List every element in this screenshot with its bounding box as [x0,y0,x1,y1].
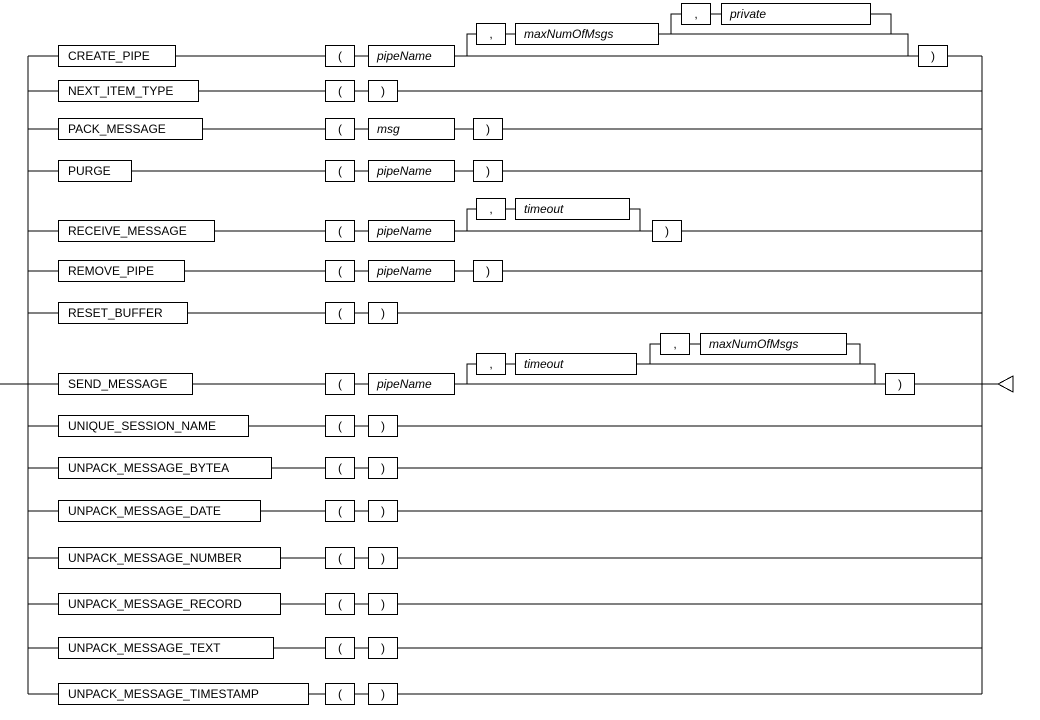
close-paren-box: ) [368,593,398,615]
keyword-box-send-message: SEND_MESSAGE [58,373,193,395]
open-paren-box: ( [325,373,355,395]
keyword-box-unpack-message-text: UNPACK_MESSAGE_TEXT [58,637,274,659]
comma-box: , [681,3,711,25]
param-box-pipename: pipeName [368,373,455,395]
close-paren-box: ) [473,160,503,182]
keyword-box-remove-pipe: REMOVE_PIPE [58,260,185,282]
keyword-box-next-item-type: NEXT_ITEM_TYPE [58,80,199,102]
open-paren-box: ( [325,500,355,522]
open-paren-box: ( [325,80,355,102]
keyword-box-purge: PURGE [58,160,132,182]
keyword-box-unique-session-name: UNIQUE_SESSION_NAME [58,415,249,437]
param-box-pipename: pipeName [368,260,455,282]
close-paren-box: ) [918,45,948,67]
param-box-timeout: timeout [515,353,637,375]
keyword-box-unpack-message-number: UNPACK_MESSAGE_NUMBER [58,547,281,569]
close-paren-box: ) [652,220,682,242]
close-paren-box: ) [368,302,398,324]
keyword-box-unpack-message-timestamp: UNPACK_MESSAGE_TIMESTAMP [58,683,309,705]
open-paren-box: ( [325,302,355,324]
branch-private [670,13,892,34]
comma-box: , [660,333,690,355]
open-paren-box: ( [325,45,355,67]
open-paren-box: ( [325,593,355,615]
close-paren-box: ) [473,260,503,282]
close-paren-box: ) [368,547,398,569]
keyword-box-create-pipe: CREATE_PIPE [58,45,176,67]
close-paren-box: ) [885,373,915,395]
param-box-msg: msg [368,118,455,140]
branch-maxnumofmsgs [649,343,861,364]
keyword-box-unpack-message-date: UNPACK_MESSAGE_DATE [58,500,261,522]
close-paren-box: ) [368,637,398,659]
row-lines-send-message [28,343,982,385]
open-paren-box: ( [325,260,355,282]
row-lines-receive-message [28,208,982,232]
param-box-pipename: pipeName [368,45,455,67]
open-paren-box: ( [325,547,355,569]
open-paren-box: ( [325,457,355,479]
param-box-pipename: pipeName [368,160,455,182]
close-paren-box: ) [368,500,398,522]
diagram-end-icon [996,375,1014,393]
close-paren-box: ) [473,118,503,140]
open-paren-box: ( [325,415,355,437]
param-box-maxnumofmsgs: maxNumOfMsgs [515,23,659,45]
open-paren-box: ( [325,683,355,705]
keyword-box-pack-message: PACK_MESSAGE [58,118,203,140]
branch-timeout [466,208,641,231]
close-paren-box: ) [368,415,398,437]
open-paren-box: ( [325,160,355,182]
param-box-pipename: pipeName [368,220,455,242]
keyword-box-unpack-message-bytea: UNPACK_MESSAGE_BYTEA [58,457,272,479]
param-box-private: private [721,3,871,25]
comma-box: , [476,23,506,45]
open-paren-box: ( [325,637,355,659]
keyword-box-receive-message: RECEIVE_MESSAGE [58,220,215,242]
param-box-timeout: timeout [515,198,630,220]
open-paren-box: ( [325,118,355,140]
close-paren-box: ) [368,80,398,102]
comma-box: , [476,198,506,220]
close-paren-box: ) [368,683,398,705]
param-box-maxnumofmsgs: maxNumOfMsgs [700,333,847,355]
close-paren-box: ) [368,457,398,479]
row-lines-create-pipe [28,13,982,57]
keyword-box-reset-buffer: RESET_BUFFER [58,302,188,324]
comma-box: , [476,353,506,375]
branch-timeout [466,363,876,384]
open-paren-box: ( [325,220,355,242]
keyword-box-unpack-message-record: UNPACK_MESSAGE_RECORD [58,593,281,615]
branch-maxnumofmsgs [466,33,909,56]
